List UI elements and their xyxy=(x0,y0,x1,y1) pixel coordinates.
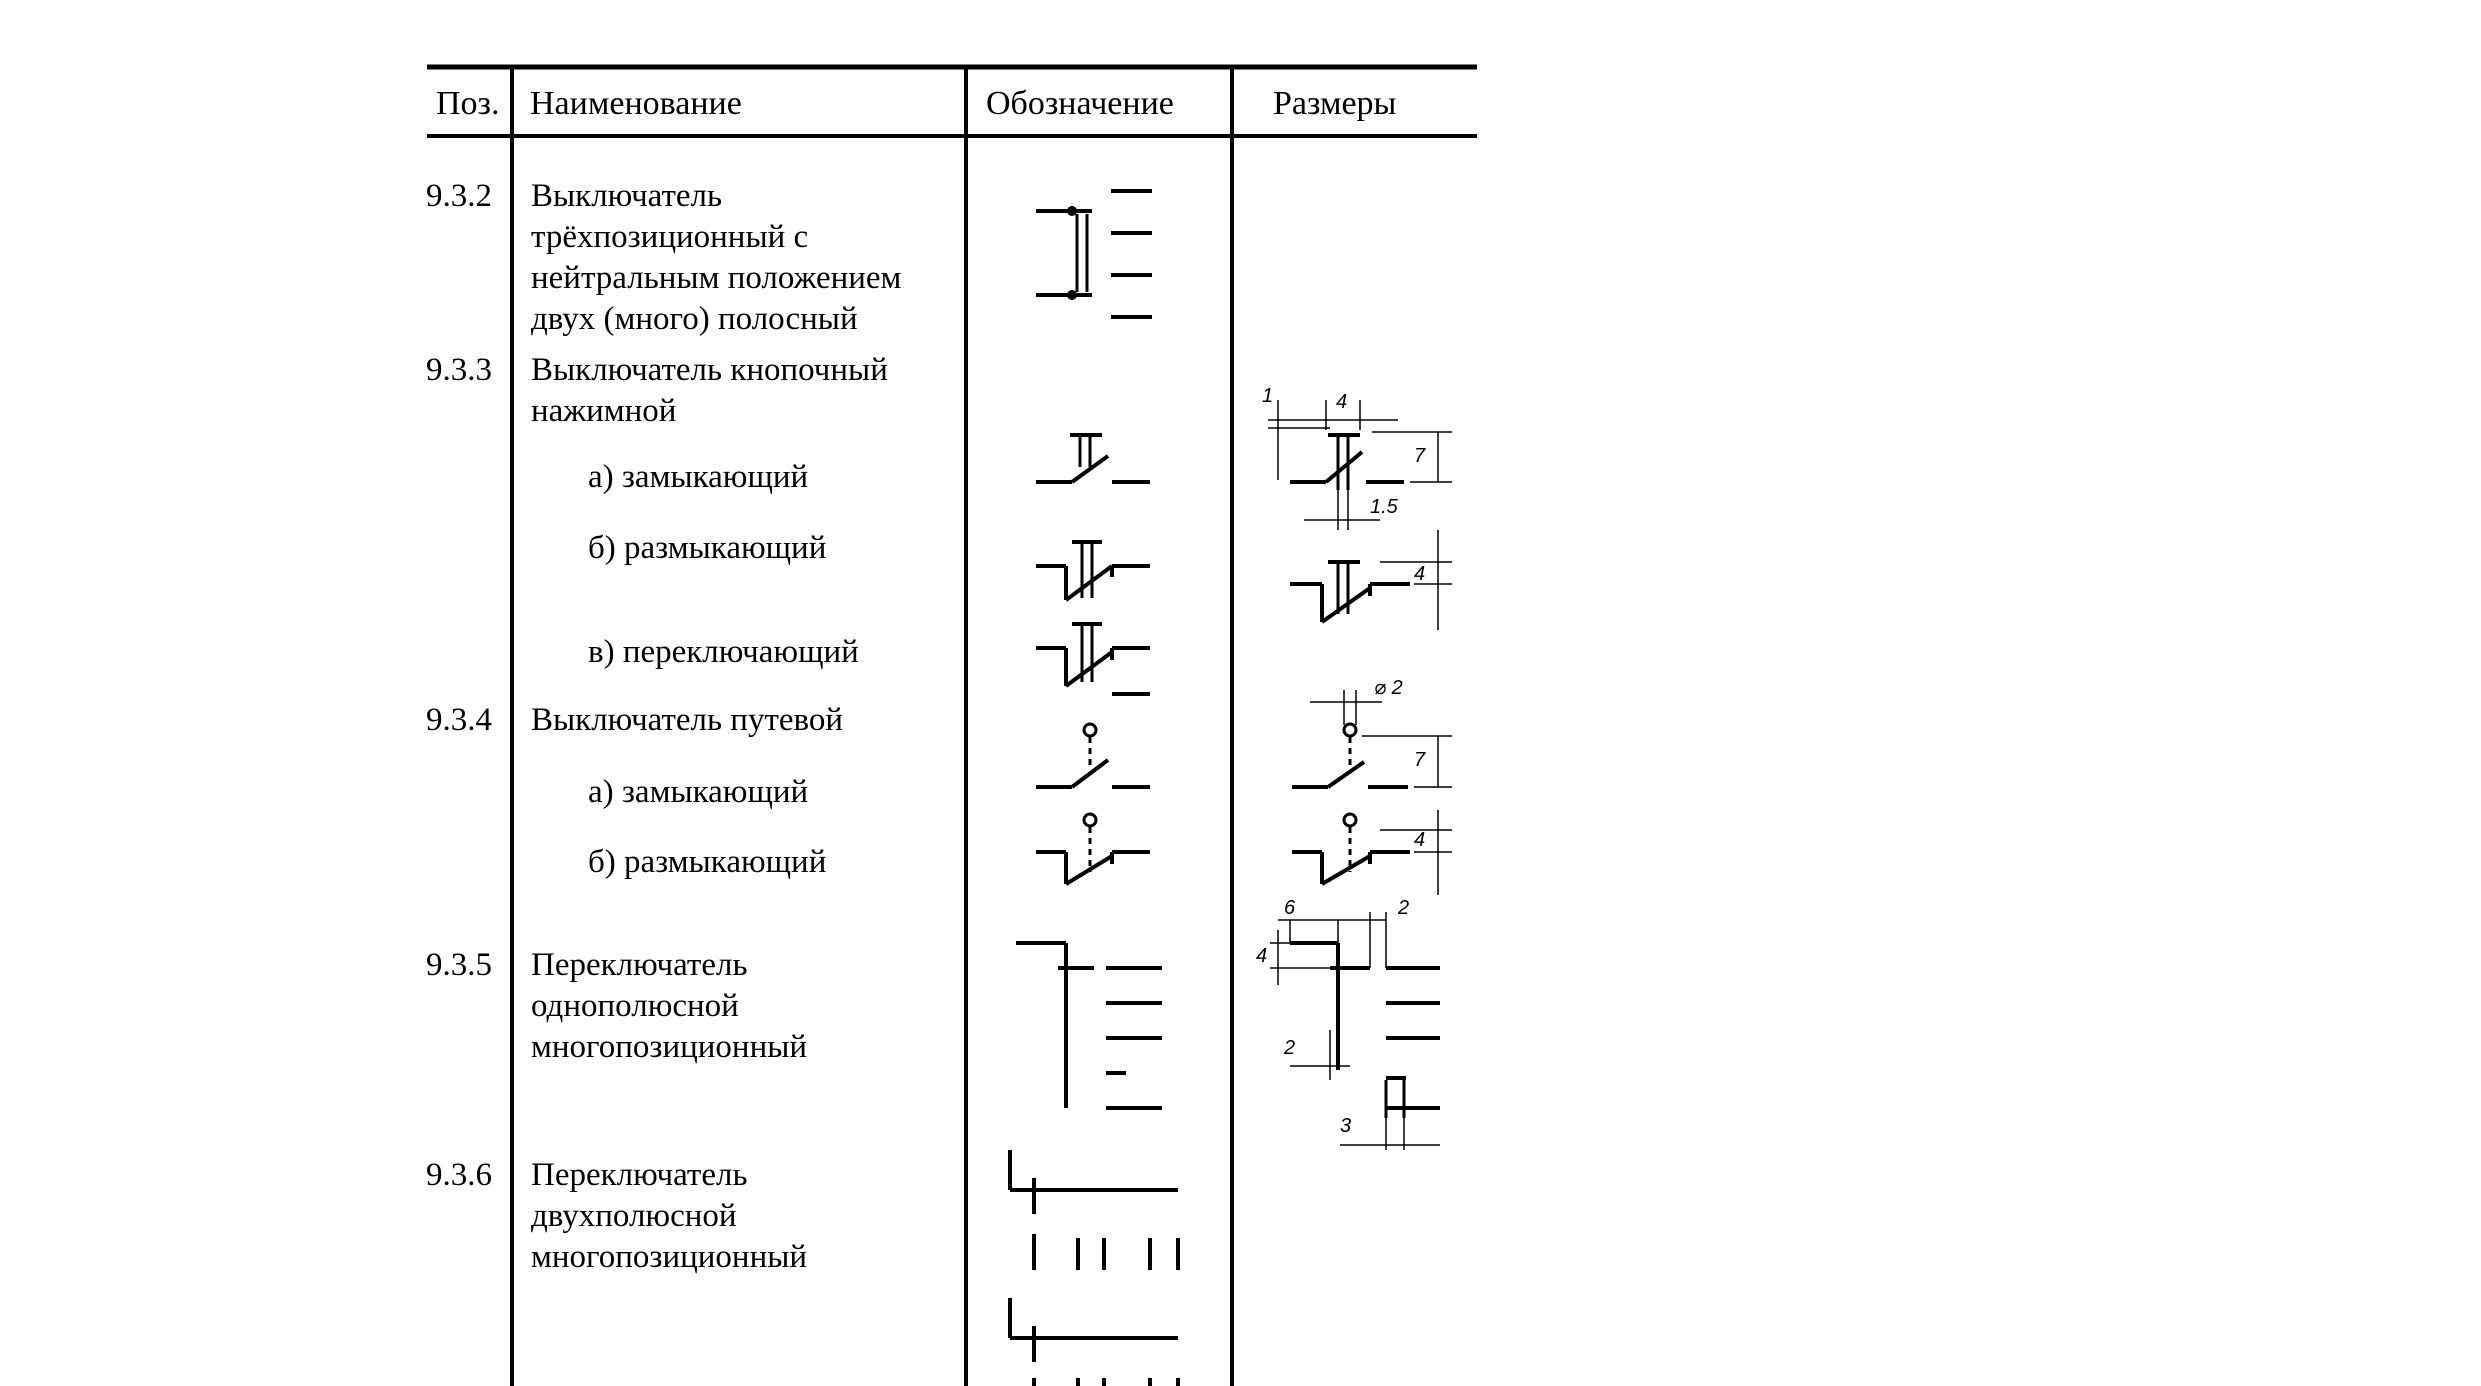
row-name-line: нажимной xyxy=(531,393,677,429)
two-pole-selector-symbol xyxy=(1008,1150,1180,1386)
header-pos: Поз. xyxy=(436,85,500,122)
push-button-closing-symbol xyxy=(1036,433,1150,484)
row-pos-9-3-4: 9.3.4 xyxy=(426,702,492,738)
row-name-line: многопозиционный xyxy=(531,1029,808,1065)
row-name-line: Переключатель xyxy=(531,1157,748,1193)
dim-label: ⌀ 2 xyxy=(1374,677,1403,699)
row-subitem: б) размыкающий xyxy=(588,530,827,566)
single-pole-selector-symbol xyxy=(1016,941,1162,1110)
dim-label: 3 xyxy=(1340,1115,1351,1137)
dim-label: 4 xyxy=(1336,391,1347,413)
dimension-labels: 1 4 7 1.5 4 ⌀ 2 7 4 6 2 4 2 3 xyxy=(1256,385,1426,1137)
dim-label: 6 xyxy=(1284,897,1296,919)
table-frame xyxy=(427,64,1477,1386)
row-name-line: однополюсной xyxy=(531,988,739,1024)
row-name-line: двух (много) полосный xyxy=(531,301,858,337)
row-pos-9-3-5: 9.3.5 xyxy=(426,947,492,983)
row-name-line: многопозиционный xyxy=(531,1239,808,1275)
row-pos-9-3-3: 9.3.3 xyxy=(426,352,492,388)
row-name-line: трёхпозиционный с xyxy=(531,219,809,255)
row-name-line: двухполюсной xyxy=(531,1198,737,1234)
dim-label: 7 xyxy=(1414,749,1426,771)
limit-switch-closing-symbol xyxy=(1036,722,1150,789)
dim-label: 4 xyxy=(1256,945,1267,967)
dim-label: 1.5 xyxy=(1370,496,1399,518)
row-name-line: Выключатель путевой xyxy=(531,702,844,738)
row-subitem: а) замыкающий xyxy=(588,459,809,495)
row-name-line: Выключатель кнопочный xyxy=(531,352,888,388)
push-closing-dimension-drawing xyxy=(1268,400,1452,530)
row-subitem: а) замыкающий xyxy=(588,774,809,810)
dim-label: 4 xyxy=(1414,829,1425,851)
selector-dimension-drawing xyxy=(1270,912,1440,1150)
limit-switch-opening-symbol xyxy=(1036,812,1150,886)
push-button-changeover-symbol xyxy=(1036,622,1150,696)
dim-label: 2 xyxy=(1283,1037,1295,1059)
row-name-line: Переключатель xyxy=(531,947,748,983)
row-name-line: нейтральным положением xyxy=(531,260,902,296)
row-subitem: б) размыкающий xyxy=(588,844,827,880)
row-subitem: в) переключающий xyxy=(588,634,859,670)
row-pos-9-3-2: 9.3.2 xyxy=(426,178,492,214)
row-name-line: Выключатель xyxy=(531,178,723,214)
header-name: Наименование xyxy=(530,85,742,122)
dim-label: 7 xyxy=(1414,445,1426,467)
dim-label: 4 xyxy=(1414,563,1425,585)
header-sizes: Размеры xyxy=(1273,85,1397,122)
row-pos-9-3-6: 9.3.6 xyxy=(426,1157,492,1193)
dim-label: 2 xyxy=(1397,897,1409,919)
push-button-opening-symbol xyxy=(1036,540,1150,602)
header-designation: Обозначение xyxy=(986,85,1174,122)
limit-switch-dimension-drawing xyxy=(1292,690,1452,895)
three-position-switch-symbol xyxy=(1036,189,1152,319)
dim-label: 1 xyxy=(1262,385,1273,407)
push-opening-dimension-drawing xyxy=(1290,530,1452,630)
